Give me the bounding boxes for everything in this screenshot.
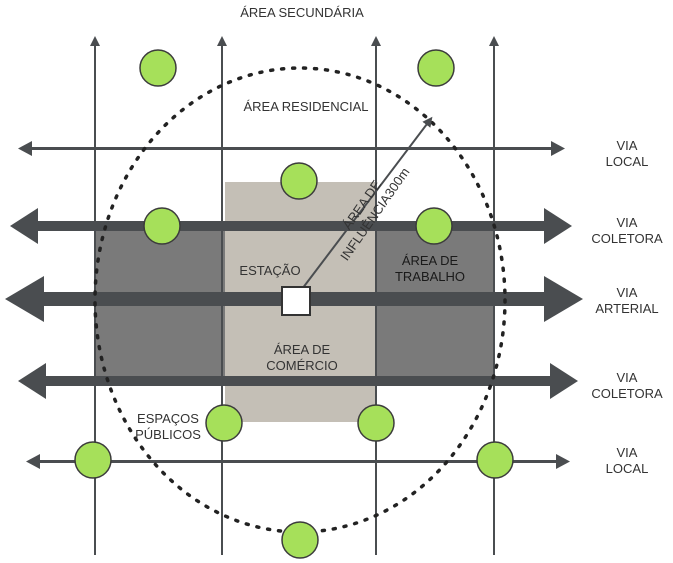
label-comercio-1: ÁREA DE [274,342,331,357]
influence-radius-arrow [295,116,433,298]
green-space [357,404,395,442]
road-label-collector-bottom-2: COLETORA [591,386,663,401]
green-space [139,49,177,87]
road-label-arterial-1: VIA [617,285,638,300]
road-label-local-top-2: LOCAL [606,154,649,169]
label-trabalho-1: ÁREA DE [402,253,459,268]
road-label-local-bottom-2: LOCAL [606,461,649,476]
collector-road-top [10,208,572,244]
label-espacos-publicos-1: ESPAÇOS [137,411,199,426]
road-label-arterial-2: ARTERIAL [595,301,658,316]
label-estacao: ESTAÇÃO [239,263,300,278]
green-spaces [74,49,514,559]
label-comercio-2: COMÉRCIO [266,358,338,373]
label-area-secundaria: ÁREA SECUNDÁRIA [240,5,364,20]
label-area-residencial: ÁREA RESIDENCIAL [244,99,369,114]
green-space [281,521,319,559]
station-marker [281,286,311,316]
green-space [205,404,243,442]
local-road-top [18,141,565,156]
green-space [143,207,181,245]
road-label-collector-top-1: VIA [617,215,638,230]
road-label-local-bottom-1: VIA [617,445,638,460]
green-space [417,49,455,87]
green-space [74,441,112,479]
collector-road-bottom [18,363,578,399]
local-road-bottom [26,454,570,469]
road-label-collector-top-2: COLETORA [591,231,663,246]
label-trabalho-2: TRABALHO [395,269,465,284]
road-label-local-top-1: VIA [617,138,638,153]
green-space [476,441,514,479]
label-espacos-publicos-2: PÚBLICOS [135,427,201,442]
green-space [280,162,318,200]
green-space [415,207,453,245]
road-label-collector-bottom-1: VIA [617,370,638,385]
